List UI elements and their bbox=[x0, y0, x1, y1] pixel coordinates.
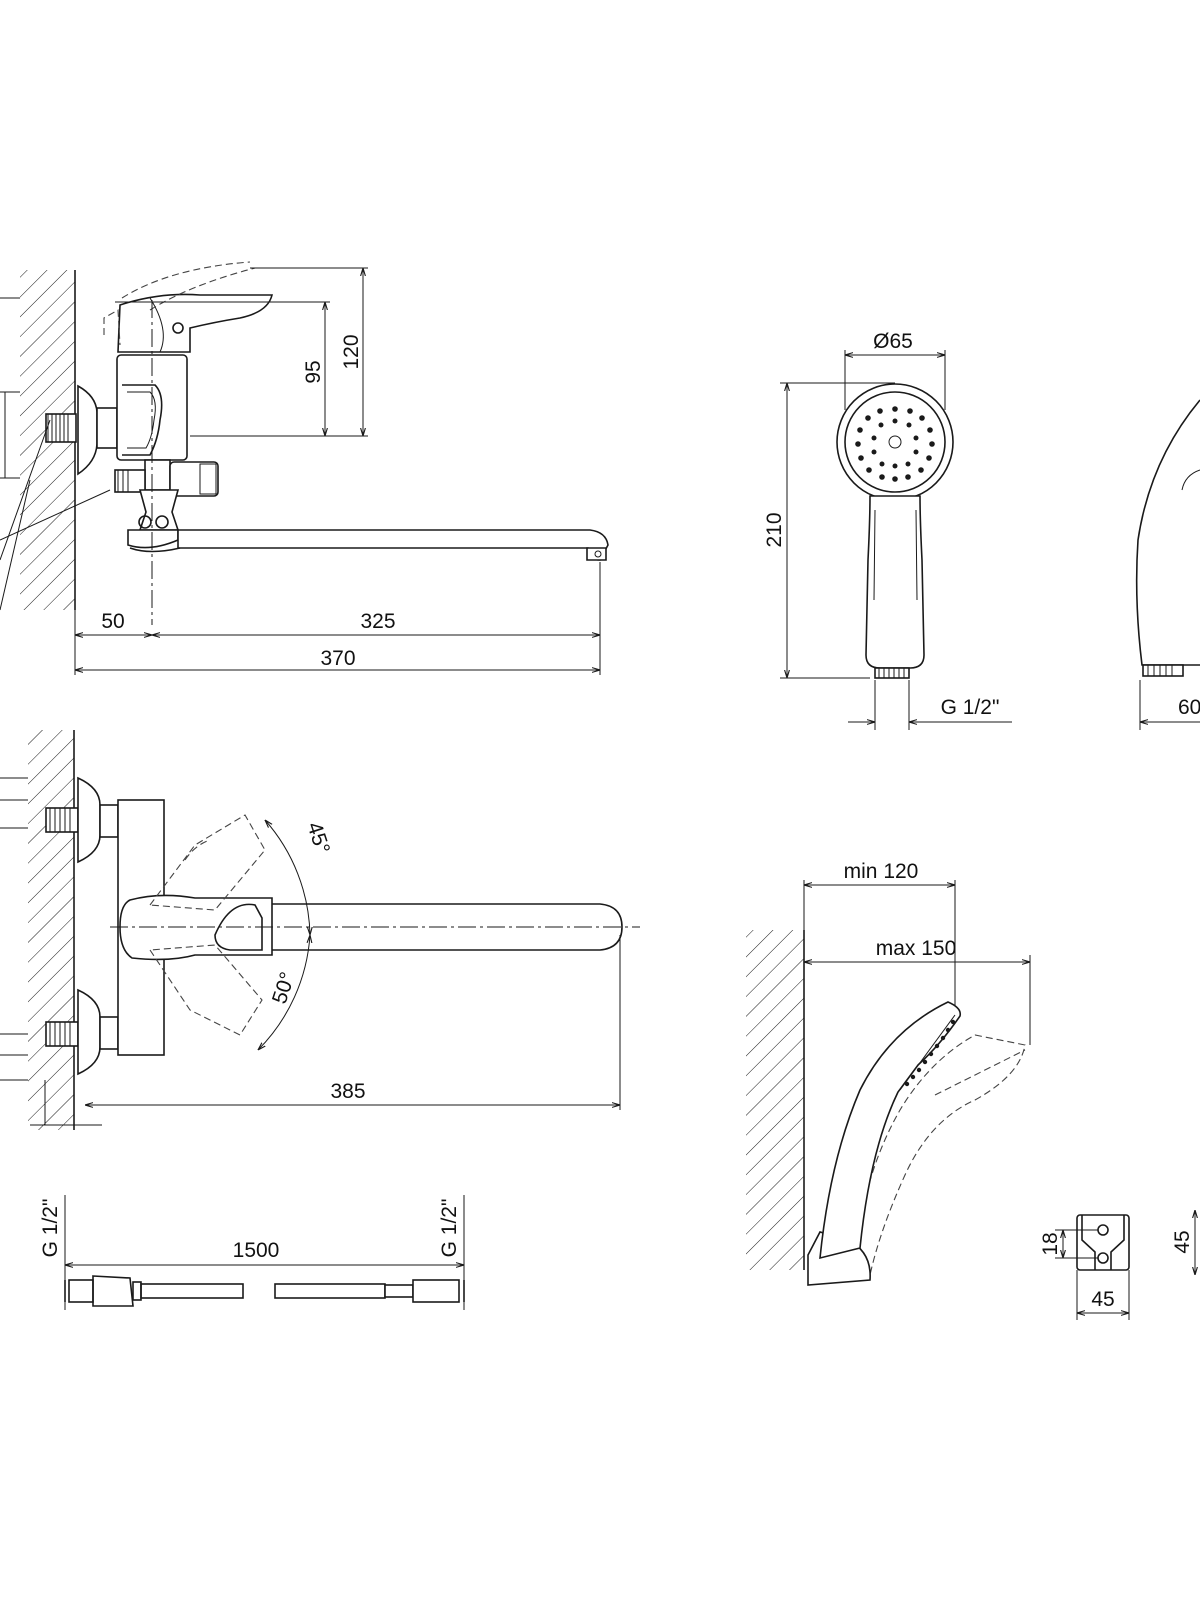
shower-height: 210 bbox=[763, 512, 786, 547]
holder-max: max 150 bbox=[876, 937, 957, 960]
wall-hatch-3 bbox=[746, 930, 804, 1270]
hand-shower-side: 60 bbox=[1135, 399, 1200, 730]
holder-hole: 18 bbox=[1039, 1232, 1062, 1255]
top-view-mixer: 45° 50° 385 bbox=[0, 730, 640, 1130]
holder-height: 45 bbox=[1171, 1230, 1194, 1253]
hose-thread-right: G 1/2" bbox=[438, 1199, 461, 1258]
dim-385: 385 bbox=[330, 1080, 365, 1103]
spray-nozzles bbox=[855, 406, 935, 482]
holder-min: min 120 bbox=[844, 860, 919, 883]
angle-50: 50° bbox=[268, 969, 300, 1006]
shower-diameter: Ø65 bbox=[873, 330, 913, 353]
hose-length: 1500 bbox=[233, 1239, 280, 1262]
dim-95: 95 bbox=[302, 360, 325, 383]
holder-width: 45 bbox=[1091, 1288, 1114, 1311]
shower-hose: G 1/2" G 1/2" 1500 bbox=[39, 1195, 465, 1310]
holder-assembly: min 120 max 150 bbox=[746, 860, 1031, 1286]
dim-50: 50 bbox=[101, 610, 124, 633]
spray-edge-dots bbox=[904, 1019, 956, 1087]
dim-370: 370 bbox=[320, 647, 355, 670]
wall-hatch-2 bbox=[28, 730, 74, 1130]
shower-side-width: 60 bbox=[1178, 696, 1200, 719]
side-view-mixer: 95 120 50 325 370 bbox=[0, 261, 609, 675]
dim-120: 120 bbox=[340, 334, 363, 369]
hand-shower-front: Ø65 210 bbox=[763, 330, 1012, 730]
shower-thread: G 1/2" bbox=[941, 696, 1000, 719]
angle-45: 45° bbox=[302, 819, 334, 856]
holder-detail: 18 45 45 bbox=[1039, 1210, 1195, 1320]
dim-325: 325 bbox=[360, 610, 395, 633]
hose-thread-left: G 1/2" bbox=[39, 1199, 62, 1258]
